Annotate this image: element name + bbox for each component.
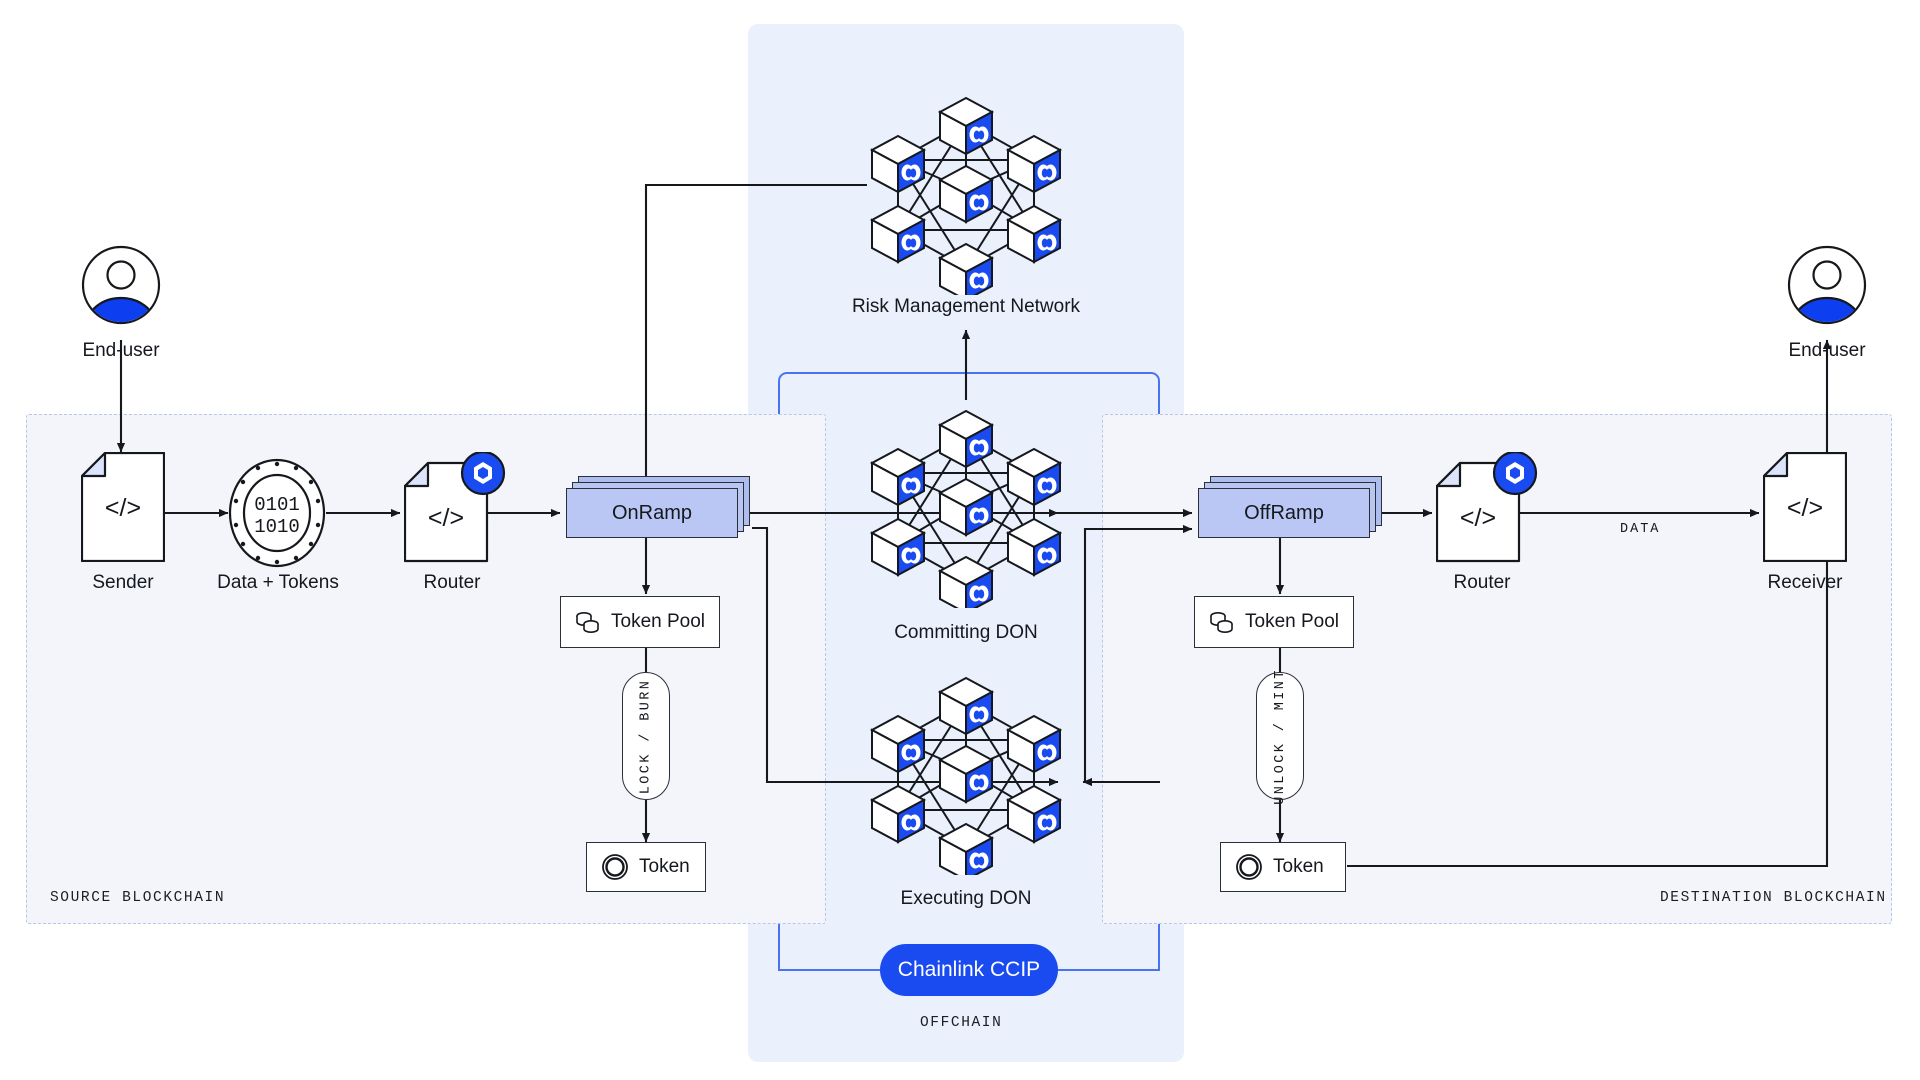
destination-end-user-label: End-user [1788,340,1866,361]
sender-label: Sender [92,572,154,593]
source-token-label: Token [639,856,690,877]
onramp-label: OnRamp [611,501,693,524]
destination-token-pool-label: Token Pool [1245,611,1340,632]
chainlink-ccip-label: Chainlink CCIP [897,958,1041,981]
receiver-node: </> [1763,452,1847,562]
committing-don-label: Committing DON [894,622,1038,643]
svg-text:0101: 0101 [254,494,300,516]
executing-don-label: Executing DON [900,888,1032,909]
source-token-box[interactable]: Token [586,842,706,892]
coins-stack-icon [1210,611,1233,633]
committing-don-cluster [858,393,1074,615]
offramp-label: OffRamp [1244,501,1324,524]
token-ring-icon [1236,854,1262,880]
onramp-box[interactable]: OnRamp [566,476,750,538]
destination-token-pool-box[interactable]: Token Pool [1194,596,1354,648]
data-tokens-label: Data + Tokens [217,572,339,593]
executing-don-cluster [858,660,1074,882]
offramp-box[interactable]: OffRamp [1198,476,1382,538]
svg-text:1010: 1010 [254,516,300,538]
offchain-zone-label: OFFCHAIN [920,1015,1003,1031]
offramp-layer-front: OffRamp [1198,488,1370,538]
source-router-label: Router [423,572,481,593]
risk-management-network-label: Risk Management Network [851,296,1081,317]
source-zone-label: SOURCE BLOCKCHAIN [50,890,226,906]
lock-burn-label: LOCK / BURN [638,678,654,794]
onramp-layer-front: OnRamp [566,488,738,538]
destination-zone-label: DESTINATION BLOCKCHAIN [1660,890,1887,906]
unlock-mint-label: UNLOCK / MINT [1272,667,1288,805]
unlock-mint-capsule: UNLOCK / MINT [1256,668,1304,804]
data-edge-label: DATA [1620,522,1661,537]
receiver-label: Receiver [1767,572,1843,593]
svg-text:</>: </> [1460,504,1496,532]
chainlink-hex-icon [460,452,506,496]
source-router-node: </> [404,452,508,564]
risk-management-network-cluster [858,80,1074,302]
destination-router-label: Router [1453,572,1511,593]
sender-node: </> [81,452,165,562]
lock-burn-capsule: LOCK / BURN [622,672,670,800]
data-tokens-node: 0101 1010 [228,458,326,568]
source-end-user-label: End-user [82,340,160,361]
svg-text:</>: </> [105,494,141,522]
source-end-user-avatar [81,245,161,330]
destination-end-user-avatar [1787,245,1867,330]
destination-router-node: </> [1436,452,1540,564]
source-token-pool-box[interactable]: Token Pool [560,596,720,648]
destination-token-box[interactable]: Token [1220,842,1346,892]
coins-stack-icon [576,611,599,633]
destination-token-label: Token [1273,856,1324,877]
chainlink-ccip-pill[interactable]: Chainlink CCIP [880,944,1058,996]
chainlink-hex-icon [1492,452,1538,496]
svg-text:</>: </> [428,504,464,532]
token-ring-icon [602,854,628,880]
source-token-pool-label: Token Pool [611,611,706,632]
svg-text:</>: </> [1787,494,1823,522]
